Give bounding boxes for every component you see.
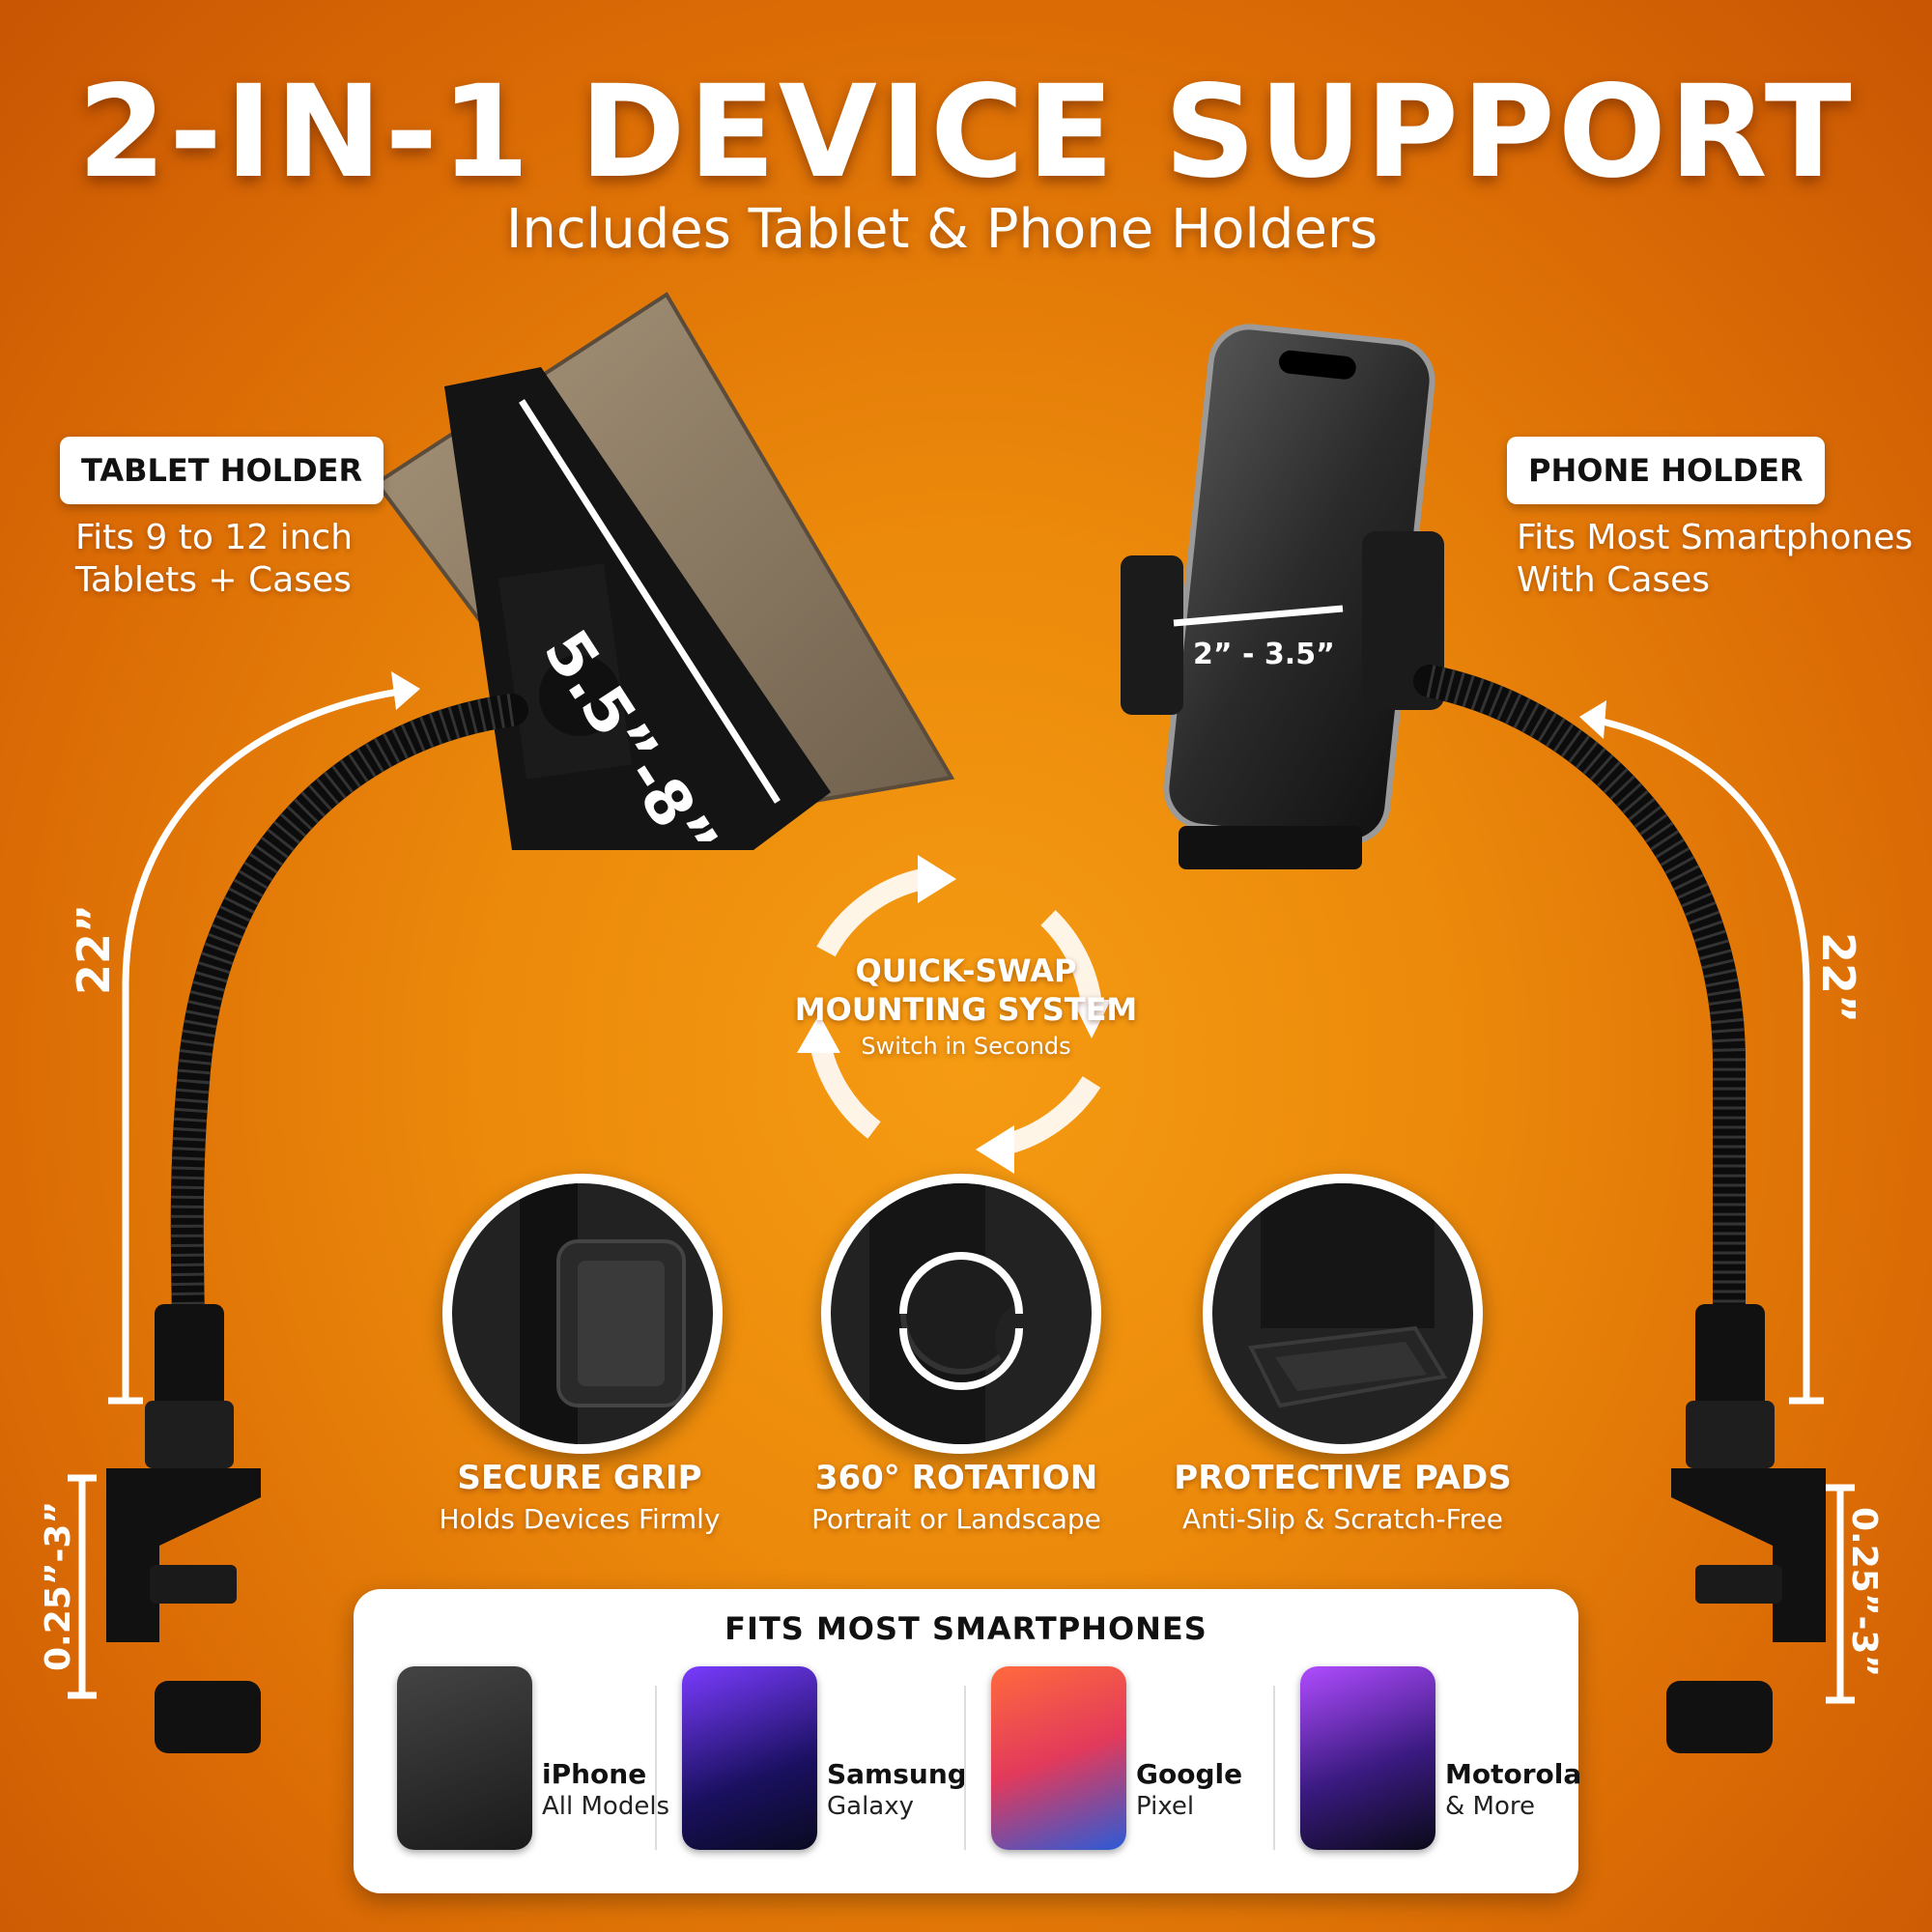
left-clamp-range: 0.25”-3” xyxy=(39,1500,78,1671)
brand-name: Google xyxy=(1136,1758,1243,1790)
feature-title: PROTECTIVE PADS xyxy=(1174,1459,1512,1497)
motorola-image xyxy=(1300,1666,1435,1850)
brand-sub: All Models xyxy=(542,1792,670,1821)
page-subtitle: Includes Tablet & Phone Holders xyxy=(505,198,1378,261)
tablet-holder-description: Fits 9 to 12 inch Tablets + Cases xyxy=(75,517,353,602)
right-clamp-range: 0.25”-3” xyxy=(1844,1507,1884,1678)
compatibility-title: FITS MOST SMARTPHONES xyxy=(724,1610,1208,1647)
feature-title: SECURE GRIP xyxy=(457,1459,702,1497)
brand-motorola: Motorola & More xyxy=(1300,1666,1600,1860)
brand-name: Samsung xyxy=(827,1758,967,1790)
tablet-holder-label: TABLET HOLDER xyxy=(60,437,384,504)
phone-holder-description: Fits Most Smartphones With Cases xyxy=(1517,517,1913,602)
grip-pad-icon xyxy=(520,1183,686,1444)
page-title: 2-IN-1 DEVICE SUPPORT xyxy=(77,58,1855,207)
brand-sub: Galaxy xyxy=(827,1792,915,1821)
swap-line3: Switch in Seconds xyxy=(861,1033,1071,1060)
phone-desc-line2: With Cases xyxy=(1517,560,1711,600)
dimension-arrows xyxy=(68,399,1855,1704)
swap-line2: MOUNTING SYSTEM xyxy=(794,991,1138,1028)
phone-desc-line1: Fits Most Smartphones xyxy=(1517,518,1914,557)
brand-name: iPhone xyxy=(542,1758,647,1790)
brand-sub: & More xyxy=(1445,1792,1535,1821)
rotation-image xyxy=(821,1174,1101,1454)
quick-swap-arrowheads xyxy=(797,855,1111,1174)
brand-sub: Pixel xyxy=(1136,1792,1195,1821)
feature-subtitle: Anti-Slip & Scratch-Free xyxy=(1182,1503,1503,1535)
protective-pads-image xyxy=(1203,1174,1483,1454)
left-gooseneck-arm xyxy=(106,694,528,1753)
feature-subtitle: Holds Devices Firmly xyxy=(439,1503,721,1535)
phone-width-range: 2” - 3.5” xyxy=(1193,638,1335,671)
divider xyxy=(1273,1686,1275,1850)
right-gooseneck-arm xyxy=(1413,665,1826,1753)
feature-protective-pads: PROTECTIVE PADS Anti-Slip & Scratch-Free xyxy=(1140,1459,1546,1535)
brand-samsung: Samsung Galaxy xyxy=(682,1666,981,1860)
iphone-image xyxy=(397,1666,532,1850)
left-arm-length: 22” xyxy=(68,903,120,995)
google-pixel-image xyxy=(991,1666,1126,1850)
right-arm-length: 22” xyxy=(1812,932,1864,1024)
divider xyxy=(655,1686,657,1850)
feature-subtitle: Portrait or Landscape xyxy=(811,1503,1101,1535)
swap-line1: QUICK-SWAP xyxy=(855,952,1077,989)
compatibility-panel: FITS MOST SMARTPHONES iPhone All Models … xyxy=(354,1589,1581,1893)
feature-secure-grip: SECURE GRIP Holds Devices Firmly xyxy=(386,1459,773,1535)
brand-name: Motorola xyxy=(1445,1758,1582,1790)
phone-device xyxy=(1121,324,1444,869)
brand-iphone: iPhone All Models xyxy=(397,1666,696,1860)
quick-swap-label: QUICK-SWAP MOUNTING SYSTEM Switch in Sec… xyxy=(773,952,1159,1060)
tablet-desc-line2: Tablets + Cases xyxy=(75,560,352,600)
phone-holder-label: PHONE HOLDER xyxy=(1507,437,1825,504)
feature-rotation: 360° ROTATION Portrait or Landscape xyxy=(763,1459,1150,1535)
divider xyxy=(964,1686,966,1850)
ball-joint-icon xyxy=(869,1183,1072,1444)
pad-tray-icon xyxy=(1247,1183,1448,1408)
secure-grip-image xyxy=(442,1174,723,1454)
tablet-desc-line1: Fits 9 to 12 inch xyxy=(75,518,354,557)
samsung-image xyxy=(682,1666,817,1850)
quick-swap-arrows xyxy=(810,868,1102,1155)
brand-google: Google Pixel xyxy=(991,1666,1291,1860)
feature-title: 360° ROTATION xyxy=(814,1459,1098,1497)
